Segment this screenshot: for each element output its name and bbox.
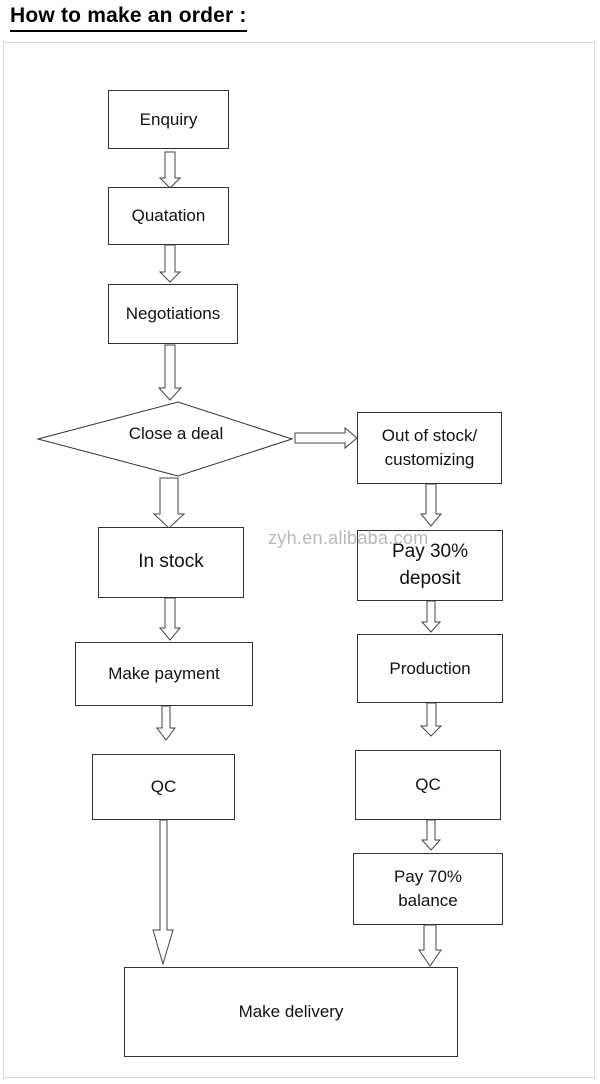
step-make-payment: Make payment bbox=[75, 642, 253, 706]
step-in-stock: In stock bbox=[98, 527, 244, 598]
arrow-qc-balance bbox=[420, 819, 442, 851]
step-out-of-stock-line2: customizing bbox=[384, 450, 475, 469]
close-deal-diamond bbox=[36, 401, 294, 477]
arrow-deposit-production bbox=[420, 600, 442, 633]
step-make-delivery: Make delivery bbox=[124, 967, 458, 1057]
arrow-deal-outofstock bbox=[294, 426, 358, 450]
close-deal-label: Close a deal bbox=[128, 424, 224, 443]
step-production: Production bbox=[357, 634, 503, 703]
step-pay-balance-line2: balance bbox=[398, 891, 458, 910]
step-make-delivery-label: Make delivery bbox=[238, 1002, 344, 1022]
step-enquiry-label: Enquiry bbox=[139, 109, 198, 129]
step-pay-balance-line1: Pay 70% bbox=[393, 867, 463, 887]
step-qc-left: QC bbox=[92, 754, 235, 820]
page-title: How to make an order : bbox=[10, 4, 247, 32]
step-qc-left-label: QC bbox=[150, 777, 177, 797]
step-negotiations-label: Negotiations bbox=[125, 304, 221, 324]
step-negotiations: Negotiations bbox=[108, 284, 238, 344]
step-enquiry: Enquiry bbox=[108, 90, 229, 149]
step-out-of-stock-line1: Out of stock/ bbox=[381, 426, 478, 446]
arrow-instock-payment bbox=[158, 597, 182, 641]
arrow-qc-delivery bbox=[152, 819, 174, 966]
arrow-balance-delivery bbox=[418, 924, 442, 967]
step-qc-right: QC bbox=[355, 750, 501, 820]
watermark: zyh.en.alibaba.com bbox=[268, 528, 429, 548]
arrow-negotiations-deal bbox=[157, 344, 183, 401]
arrow-outofstock-deposit bbox=[419, 483, 443, 527]
diagram-frame bbox=[3, 42, 595, 1078]
step-pay-deposit-line1: Pay 30% bbox=[391, 540, 469, 562]
step-production-label: Production bbox=[389, 658, 471, 678]
step-quatation: Quatation bbox=[108, 187, 229, 245]
step-pay-deposit-line2: deposit bbox=[399, 567, 461, 589]
arrow-deal-instock bbox=[152, 477, 186, 529]
arrow-payment-qc bbox=[156, 705, 176, 741]
step-make-payment-label: Make payment bbox=[108, 664, 220, 684]
step-in-stock-label: In stock bbox=[138, 551, 204, 573]
step-pay-balance: Pay 70% balance bbox=[353, 853, 503, 925]
step-out-of-stock: Out of stock/ customizing bbox=[357, 412, 502, 484]
arrow-production-qc bbox=[419, 702, 443, 737]
arrow-enquiry-quatation bbox=[158, 151, 182, 189]
step-quatation-label: Quatation bbox=[131, 206, 206, 226]
step-qc-right-label: QC bbox=[415, 775, 441, 795]
arrow-quatation-negotiations bbox=[158, 244, 182, 283]
step-pay-deposit: Pay 30% deposit bbox=[357, 530, 503, 601]
